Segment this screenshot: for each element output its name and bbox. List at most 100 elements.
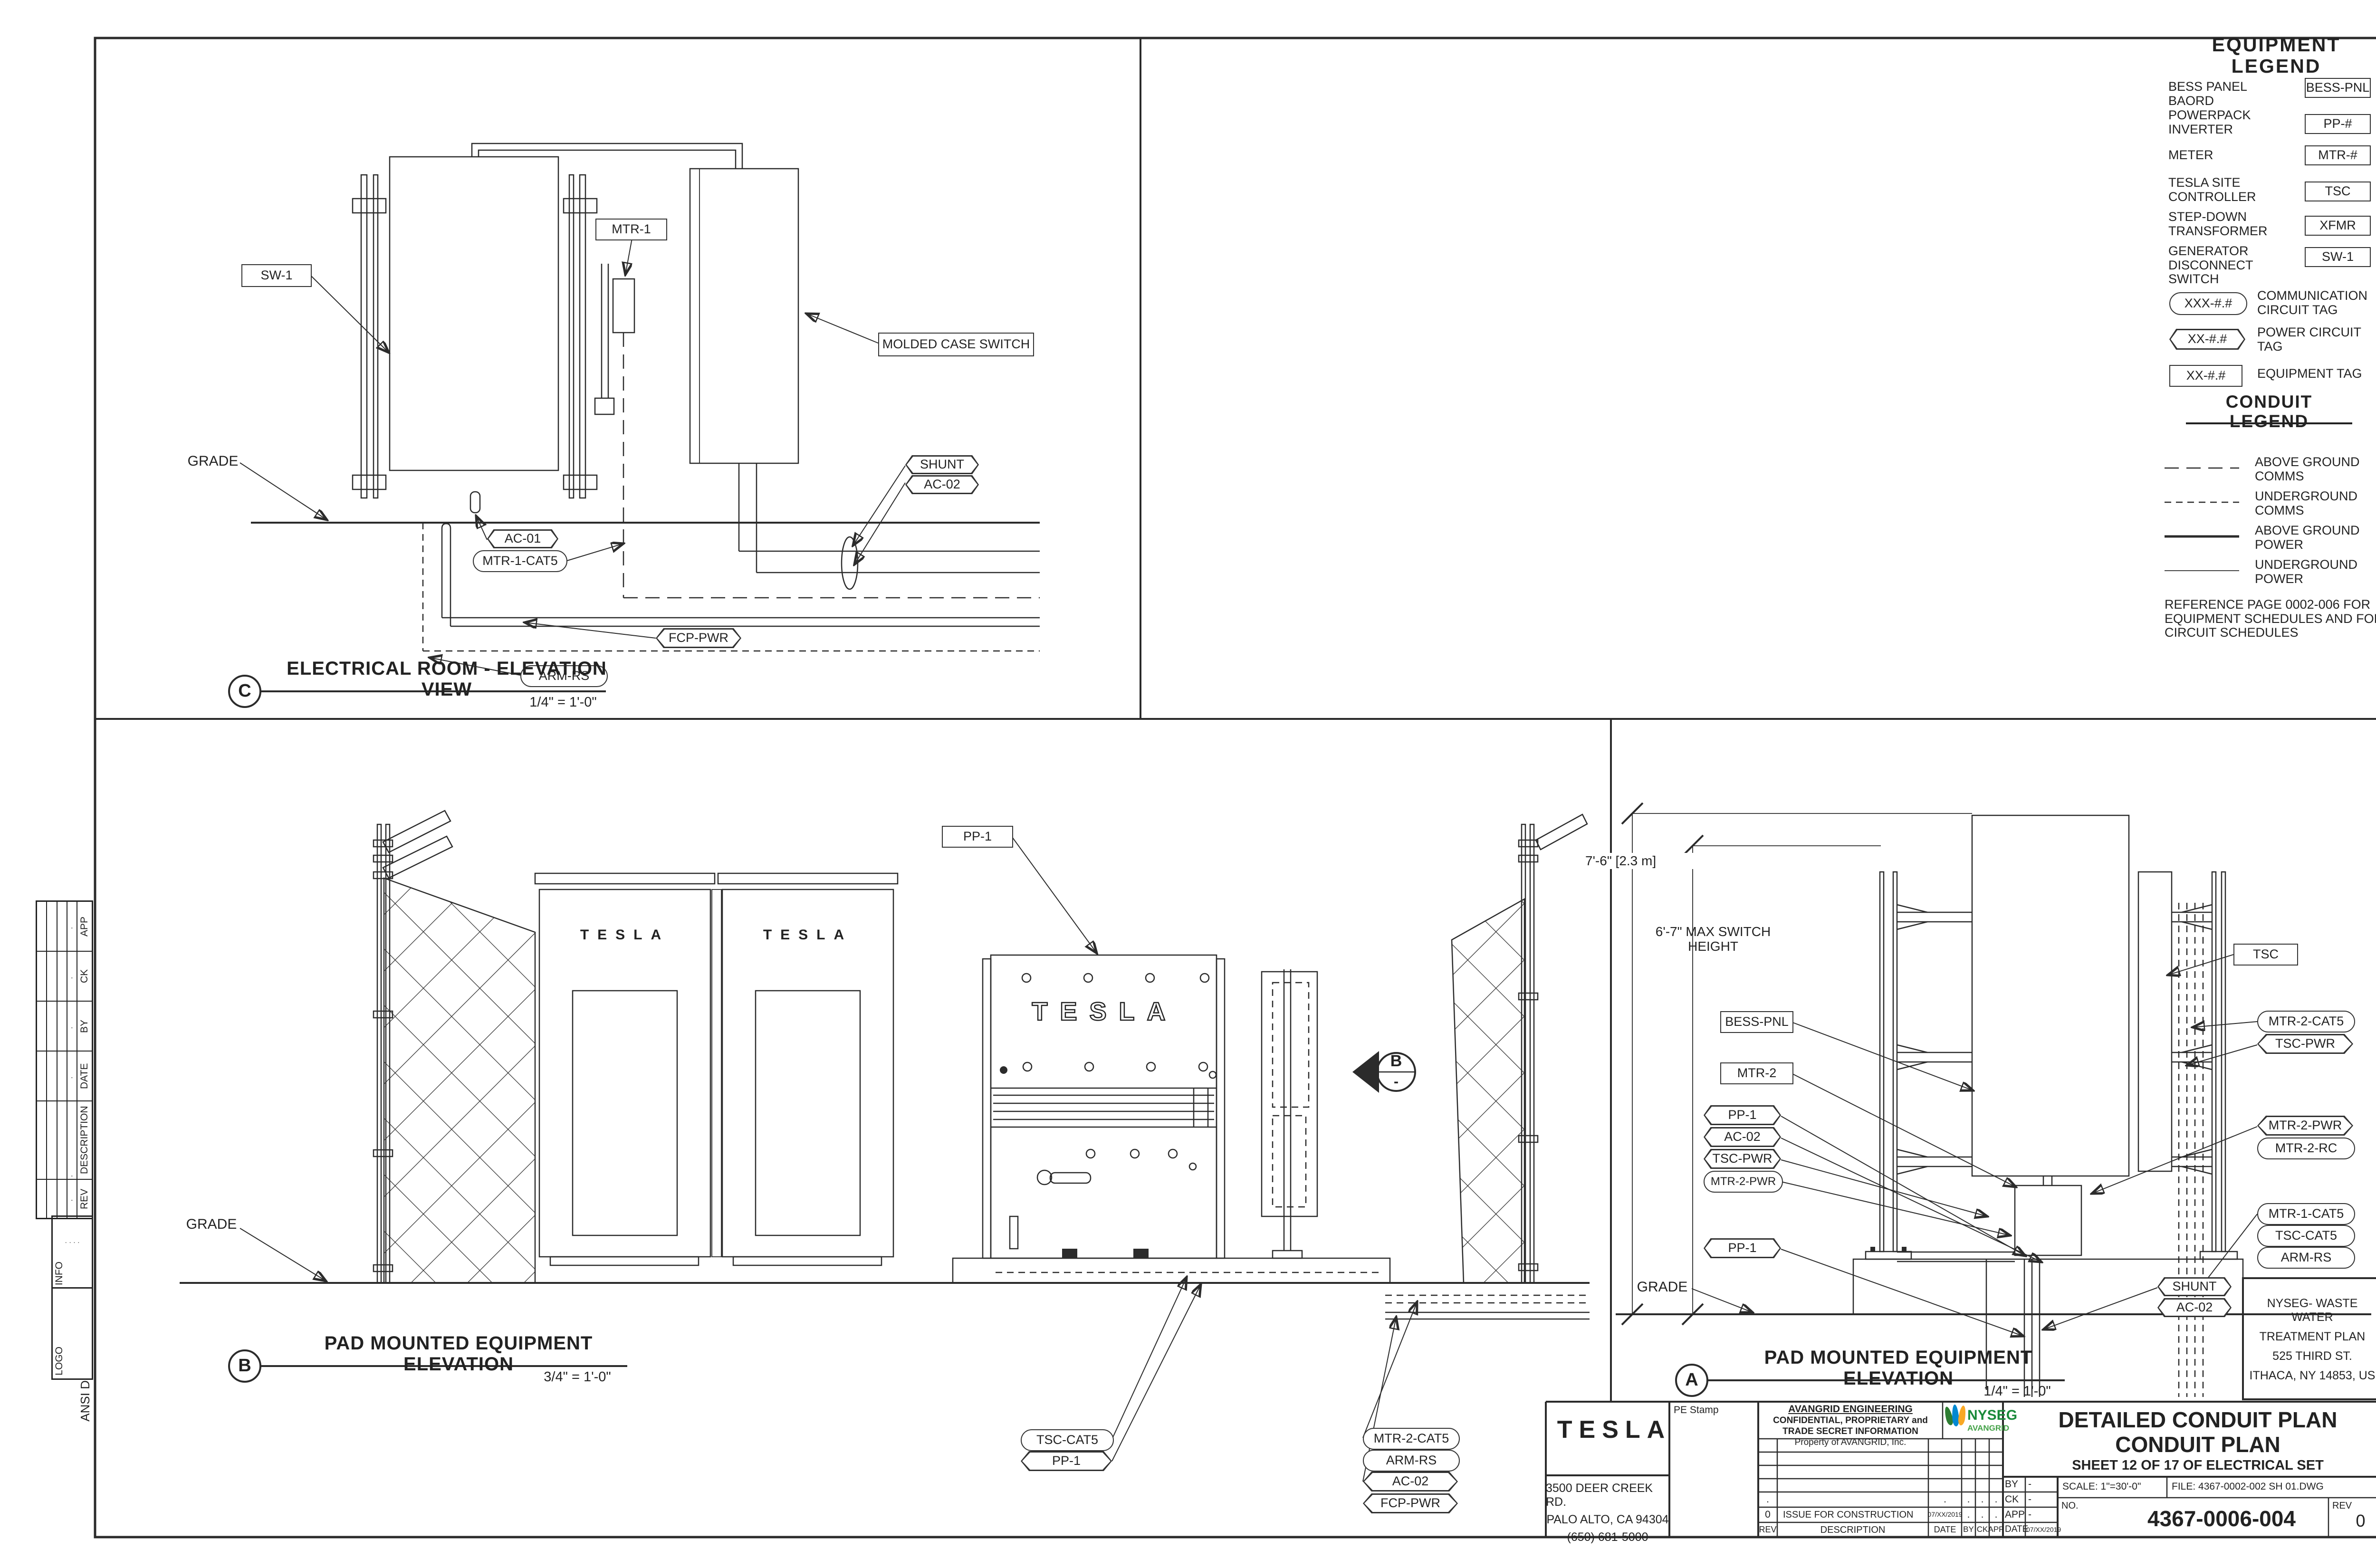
sign-ck-value: - bbox=[2028, 1494, 2031, 1505]
tag-tsc-pwr-view-a: TSC-PWR bbox=[2257, 1034, 2353, 1054]
tesla-logo-title-block: TESLA bbox=[1557, 1416, 1672, 1444]
rev-row0-app: . bbox=[1994, 1509, 1998, 1520]
legend-symbol-comm-circuit-tag: XXX-#.# bbox=[2169, 292, 2247, 315]
project-address-line: NYSEG- WASTE WATER bbox=[2267, 1296, 2358, 1324]
legend-label-meter: METER bbox=[2168, 148, 2213, 162]
view-c-marker: C bbox=[238, 681, 251, 701]
rev-strip-dot: . bbox=[67, 1180, 77, 1218]
rev-header-rev: REV bbox=[1759, 1524, 1777, 1534]
tag-tsc-cat5-view-b: TSC-CAT5 bbox=[1021, 1429, 1114, 1451]
view-c-linework bbox=[228, 143, 1040, 708]
sign-ck-label: CK bbox=[2005, 1494, 2019, 1505]
tesla-address-block: 3500 DEER CREEK RD. PALO ALTO, CA 94304 … bbox=[1546, 1482, 1669, 1544]
tag-pp-1-top-view-b: PP-1 bbox=[942, 826, 1013, 848]
conduit-legend-underground-power: UNDERGROUND POWER bbox=[2255, 557, 2357, 586]
legend-tag-bess-pnl: BESS-PNL bbox=[2305, 78, 2371, 98]
rev-strip-dot: . bbox=[67, 1002, 77, 1051]
rev-strip-header-ck: CK bbox=[79, 969, 90, 984]
rev-strip-dot: . bbox=[67, 1101, 77, 1179]
tag-pp-1-lower-view-a: PP-1 bbox=[1704, 1238, 1781, 1258]
legend-label-bess-panel-board: BESS PANEL BAORD bbox=[2168, 79, 2247, 108]
project-address-line: ITHACA, NY 14853, US bbox=[2249, 1368, 2376, 1382]
project-address-line: TREATMENT PLAN bbox=[2259, 1329, 2366, 1343]
project-address-box: NYSEG- WASTE WATER TREATMENT PLAN 525 TH… bbox=[2246, 1283, 2376, 1396]
legend-tag-tsc: TSC bbox=[2305, 182, 2371, 201]
scale-field: SCALE: 1"=30'-0" bbox=[2062, 1481, 2141, 1492]
view-a-title: PAD MOUNTED EQUIPMENT ELEVATION bbox=[1764, 1347, 2033, 1389]
drawing-no-label: NO. bbox=[2061, 1501, 2079, 1511]
avangrid-confidentiality-header: AVANGRID ENGINEERING CONFIDENTIAL, PROPR… bbox=[1758, 1404, 1943, 1448]
legend-label-power-circuit-tag: POWER CIRCUIT TAG bbox=[2257, 325, 2361, 354]
sign-app-label: APP bbox=[2005, 1509, 2025, 1520]
tag-pp-1-view-b: PP-1 bbox=[1021, 1451, 1112, 1471]
ansi-size-label: ANSI D bbox=[78, 1380, 92, 1422]
sign-by-label: BY bbox=[2005, 1479, 2019, 1490]
drawing-title-line-1: DETAILED CONDUIT PLAN bbox=[2058, 1407, 2338, 1432]
avangrid-header-line: CONFIDENTIAL, PROPRIETARY and bbox=[1773, 1415, 1928, 1425]
tag-ac-02-right-view-a: AC-02 bbox=[2157, 1298, 2232, 1317]
view-b-linework bbox=[180, 810, 1590, 1482]
drawing-title-line-3: SHEET 12 OF 17 OF ELECTRICAL SET bbox=[2072, 1458, 2324, 1473]
nyseg-logo-text: NYSEG bbox=[1967, 1407, 2018, 1423]
rev-strip-dot: . bbox=[67, 952, 77, 1001]
tag-pp-1-left-view-a: PP-1 bbox=[1704, 1105, 1781, 1125]
rev-field-value: 0 bbox=[2356, 1511, 2366, 1531]
tag-mtr-2-pwr-view-a: MTR-2-PWR bbox=[2257, 1116, 2353, 1136]
tag-fcp-pwr-view-c: FCP-PWR bbox=[656, 628, 741, 648]
info-strip-label: INFO bbox=[54, 1261, 65, 1285]
tesla-address-line: 3500 DEER CREEK RD. bbox=[1546, 1482, 1653, 1509]
tag-arm-rs-view-a: ARM-RS bbox=[2257, 1247, 2355, 1269]
nyseg-avangrid-logo: NYSEG AVANGRID bbox=[1943, 1404, 2017, 1437]
legend-label-comm-circuit-tag: COMMUNICATION CIRCUIT TAG bbox=[2257, 288, 2367, 317]
tesla-address-line: (650) 681-5000 bbox=[1567, 1530, 1648, 1544]
legend-symbol-power-circuit-tag: XX-#.# bbox=[2169, 329, 2245, 350]
view-b-scale: 3/4" = 1'-0" bbox=[544, 1369, 611, 1385]
tag-ac-01: AC-01 bbox=[487, 529, 558, 548]
rev-strip-header-description: DESCRIPTION bbox=[79, 1106, 90, 1175]
legend-label-tesla-site-controller: TESLA SITE CONTROLLER bbox=[2168, 175, 2256, 204]
rev-header-by: BY bbox=[1963, 1525, 1974, 1534]
tag-mtr-1-cat5: MTR-1-CAT5 bbox=[473, 550, 567, 572]
tag-mtr-2-cat5-view-b: MTR-2-CAT5 bbox=[1363, 1428, 1460, 1450]
legend-label-step-down-transformer: STEP-DOWN TRANSFORMER bbox=[2168, 210, 2268, 238]
tag-tsc-cat5-view-a: TSC-CAT5 bbox=[2257, 1225, 2355, 1247]
frame bbox=[94, 37, 2376, 1539]
dimension-7-6: 7'-6" [2.3 m] bbox=[1585, 853, 1699, 869]
tesla-logo-cabinet-1: TESLA bbox=[580, 927, 670, 943]
sign-app-value: - bbox=[2028, 1509, 2031, 1520]
rev-strip-header-app: APP bbox=[79, 916, 90, 937]
avangrid-header-line: Property of AVANGRID, Inc. bbox=[1794, 1437, 1907, 1447]
tag-arm-rs-view-b: ARM-RS bbox=[1363, 1450, 1460, 1472]
grade-label-view-a: GRADE bbox=[1637, 1279, 1688, 1295]
conduit-legend-above-ground-power: ABOVE GROUND POWER bbox=[2255, 523, 2360, 552]
tag-mtr-2-view-a: MTR-2 bbox=[1720, 1062, 1793, 1084]
tag-ac-02-left-view-a: AC-02 bbox=[1704, 1127, 1781, 1147]
grade-label-view-c: GRADE bbox=[187, 453, 239, 469]
rev-strip-header-date: DATE bbox=[79, 1063, 90, 1089]
view-b-marker: B bbox=[238, 1356, 251, 1376]
grade-label-view-b: GRADE bbox=[186, 1216, 237, 1232]
rev-strip-dot: . bbox=[67, 1052, 77, 1100]
rev-row-dash-app: . bbox=[1994, 1494, 1998, 1505]
pe-stamp-label: PE Stamp bbox=[1674, 1405, 1719, 1415]
rev-row0-rev: 0 bbox=[1765, 1509, 1771, 1520]
rev-field-label: REV bbox=[2332, 1501, 2352, 1511]
sign-date-label: DATE bbox=[2005, 1524, 2029, 1535]
rev-row0-ck: . bbox=[1981, 1509, 1984, 1520]
tag-mtr-2-pwr-left-view-a: MTR-2-PWR bbox=[1704, 1171, 1783, 1193]
tag-mtr-2-rc-view-a: MTR-2-RC bbox=[2257, 1138, 2355, 1159]
view-c-scale: 1/4" = 1'-0" bbox=[529, 695, 597, 710]
equipment-legend-title: EQUIPMENT LEGEND bbox=[2212, 33, 2341, 77]
tag-mtr-1-cat5-view-a: MTR-1-CAT5 bbox=[2257, 1203, 2355, 1225]
drawing-title-line-2: CONDUIT PLAN bbox=[2115, 1432, 2280, 1457]
rev-strip-dot: . bbox=[67, 902, 77, 951]
file-field: FILE: 4367-0002-002 SH 01.DWG bbox=[2172, 1481, 2324, 1492]
dimension-6-7-max-switch-height: 6'-7" MAX SWITCH HEIGHT bbox=[1655, 924, 1771, 954]
title-block-linework bbox=[1545, 1401, 2376, 1537]
tag-fcp-pwr-view-b: FCP-PWR bbox=[1363, 1493, 1458, 1513]
rev-row-dash-rev: . bbox=[1766, 1494, 1769, 1505]
side-revision-strip: . APP . CK . BY . DATE . DESCRIPTION . R… bbox=[36, 900, 93, 1219]
rev-row0-by: . bbox=[1967, 1509, 1970, 1520]
view-b-title: PAD MOUNTED EQUIPMENT ELEVATION bbox=[324, 1333, 593, 1375]
